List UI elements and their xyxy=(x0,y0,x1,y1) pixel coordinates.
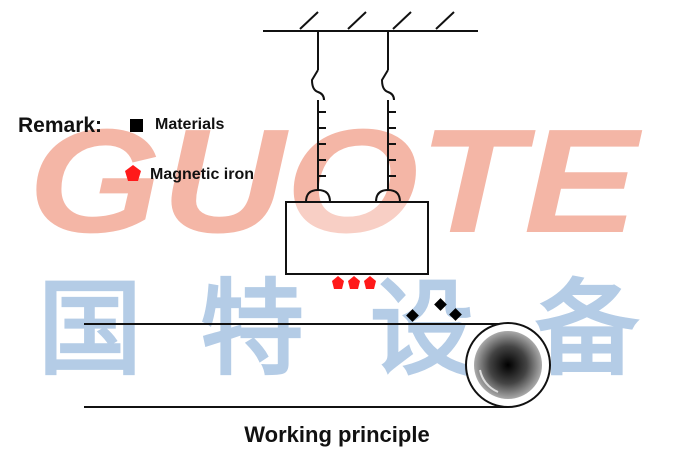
material-pieces xyxy=(406,298,462,322)
red-pentagon-icon xyxy=(125,165,141,181)
magnetic-iron-piece xyxy=(348,276,360,289)
diagram-caption: Working principle xyxy=(244,422,430,447)
head-pulley xyxy=(465,322,551,408)
watermark: GUOTE 国 特 设 备 xyxy=(28,99,643,390)
watermark-cjk-2: 特 xyxy=(200,268,304,390)
legend-label-materials: Materials xyxy=(155,116,225,133)
black-square-icon xyxy=(130,119,143,132)
watermark-cjk-3: 设 xyxy=(370,268,474,390)
magnetic-iron-pieces xyxy=(332,276,376,289)
material-piece xyxy=(406,309,419,322)
suspension-left xyxy=(305,31,331,203)
watermark-cjk-4: 备 xyxy=(535,268,640,390)
material-piece xyxy=(449,308,462,321)
magnetic-iron-piece xyxy=(332,276,344,289)
legend-title: Remark: xyxy=(18,114,103,137)
material-piece xyxy=(434,298,447,311)
conveyor-belt xyxy=(84,323,508,408)
ceiling-beam xyxy=(263,11,478,32)
legend-label-magnetic-iron: Magnetic iron xyxy=(150,166,255,183)
watermark-cjk-1: 国 xyxy=(38,268,142,390)
magnetic-iron-piece xyxy=(364,276,376,289)
suspension-right xyxy=(375,31,401,203)
magnet-separator-box xyxy=(285,201,429,275)
